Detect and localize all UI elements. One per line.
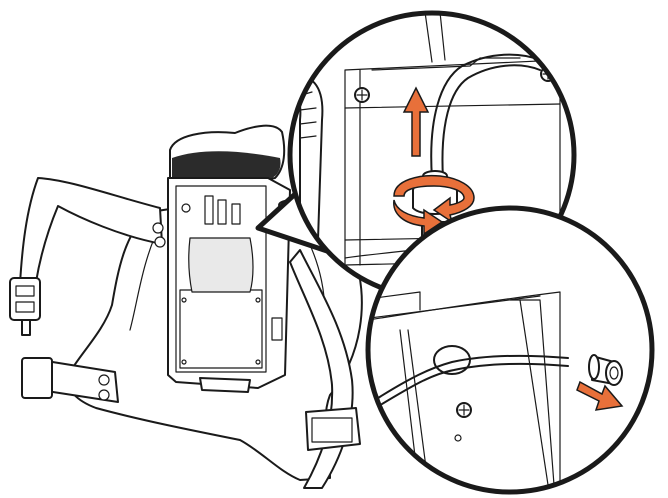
backpack-unit <box>9 124 363 489</box>
rotate-arrow-icon <box>393 174 475 224</box>
callout-frame <box>365 205 655 495</box>
belt-rivet <box>98 374 110 386</box>
panel-hole <box>433 345 471 375</box>
left-shoulder-strap <box>19 177 163 285</box>
strap-buckle <box>9 277 41 321</box>
rotate-lift-arrows-icon <box>393 86 475 236</box>
fluid-bag <box>188 237 254 293</box>
shoulder-pad-shadow <box>172 151 281 183</box>
strap-rivet <box>154 236 166 248</box>
belt-rivet <box>98 389 110 401</box>
pull-out-arrow-icon <box>576 380 624 411</box>
connector-plug <box>588 354 623 386</box>
strap-rivet <box>152 222 164 234</box>
hip-buckle <box>21 357 53 399</box>
callout-connector-removal <box>365 205 655 495</box>
lift-arrow-icon <box>402 86 430 157</box>
